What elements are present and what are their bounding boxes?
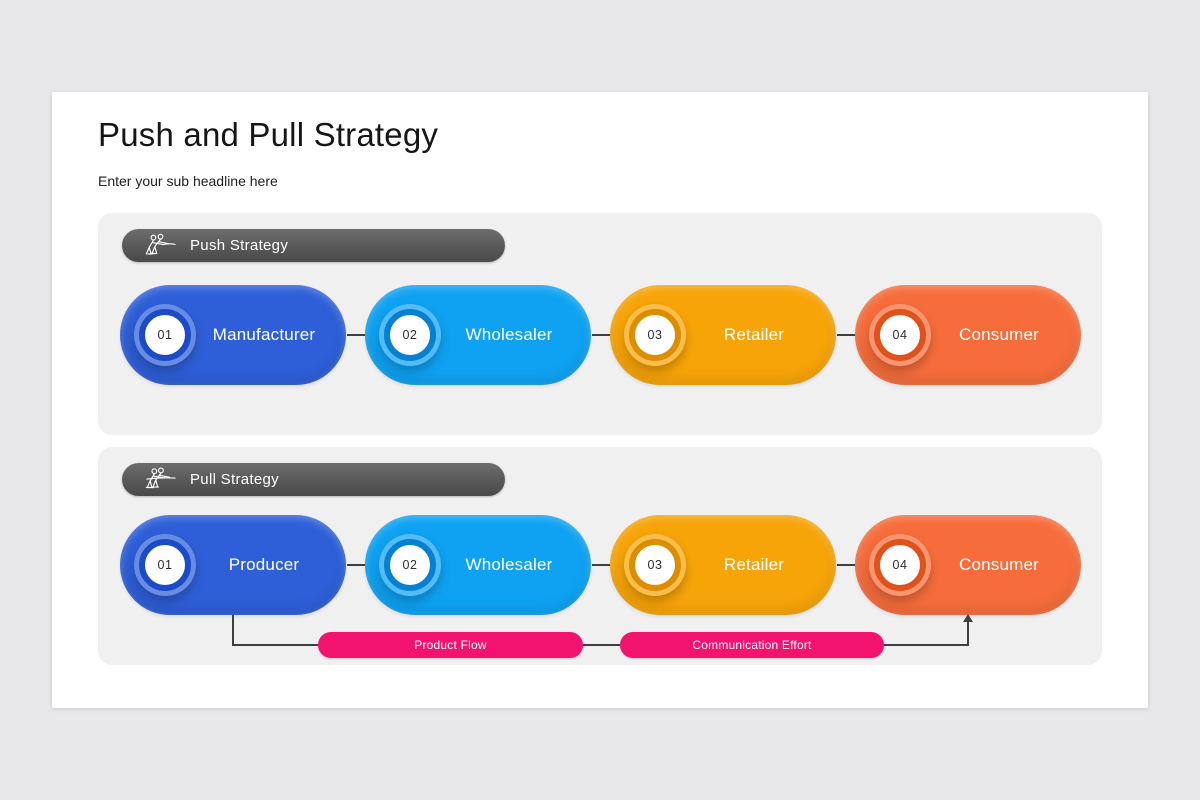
page-title: Push and Pull Strategy [98, 116, 439, 153]
step-number: 03 [647, 328, 663, 342]
step-label: Consumer [958, 555, 1040, 574]
step-number-circle: 04 [869, 534, 931, 596]
people-pulling-icon [144, 467, 176, 492]
product-flow-label: Product Flow [414, 638, 487, 652]
step-pill-producer: 01 Producer [120, 515, 346, 615]
connector-line-horizontal [884, 644, 969, 646]
step-number: 01 [157, 558, 173, 572]
flow-arrow-right-icon [347, 561, 372, 569]
people-pushing-icon [144, 233, 176, 258]
page-subtitle: Enter your sub headline here [98, 173, 278, 189]
step-label: Retailer [723, 325, 785, 344]
step-number: 02 [402, 328, 418, 342]
step-number-circle: 03 [624, 534, 686, 596]
step-number: 04 [892, 558, 908, 572]
connector-line-between-badges [583, 644, 620, 646]
pull-strategy-label: Pull Strategy [190, 471, 279, 488]
step-number: 03 [647, 558, 663, 572]
push-strategy-label: Push Strategy [190, 237, 289, 254]
step-label: Consumer [958, 325, 1040, 344]
step-pill-manufacturer: 01 Manufacturer [120, 285, 346, 385]
step-pill-consumer: 04 Consumer [855, 285, 1081, 385]
connector-line-down [232, 615, 234, 646]
step-label: Wholesaler [465, 555, 553, 574]
step-number: 01 [157, 328, 173, 342]
push-strategy-panel: Push Strategy 01 Manufacturer 02 Wholesa… [98, 213, 1102, 435]
connector-line-horizontal [232, 644, 318, 646]
step-label: Wholesaler [465, 325, 553, 344]
flow-arrow-right-icon [837, 331, 862, 339]
step-label: Retailer [723, 555, 785, 574]
flow-arrow-right-icon [592, 331, 617, 339]
step-number-circle: 03 [624, 304, 686, 366]
communication-effort-badge: Communication Effort [620, 632, 884, 658]
step-number-circle: 01 [134, 304, 196, 366]
step-number-circle: 02 [379, 534, 441, 596]
step-label: Manufacturer [212, 325, 316, 344]
flow-arrow-right-icon [592, 561, 617, 569]
pull-strategy-badge: Pull Strategy [122, 463, 505, 496]
step-label: Producer [228, 555, 300, 574]
flow-arrow-right-icon [837, 561, 862, 569]
step-pill-wholesaler: 02 Wholesaler [365, 515, 591, 615]
slide-card: Push and Pull Strategy Enter your sub he… [52, 92, 1148, 708]
step-pill-wholesaler: 02 Wholesaler [365, 285, 591, 385]
step-number: 02 [402, 558, 418, 572]
step-pill-consumer: 04 Consumer [855, 515, 1081, 615]
pull-strategy-panel: Pull Strategy 01 Producer 02 Wholesaler … [98, 447, 1102, 665]
communication-effort-label: Communication Effort [692, 638, 812, 652]
step-number-circle: 01 [134, 534, 196, 596]
step-number-circle: 04 [869, 304, 931, 366]
flow-arrow-right-icon [347, 331, 372, 339]
product-flow-badge: Product Flow [318, 632, 583, 658]
arrow-up-icon [963, 614, 973, 622]
step-pill-retailer: 03 Retailer [610, 285, 836, 385]
push-strategy-badge: Push Strategy [122, 229, 505, 262]
step-number: 04 [892, 328, 908, 342]
connector-line-up [967, 622, 969, 646]
step-number-circle: 02 [379, 304, 441, 366]
step-pill-retailer: 03 Retailer [610, 515, 836, 615]
